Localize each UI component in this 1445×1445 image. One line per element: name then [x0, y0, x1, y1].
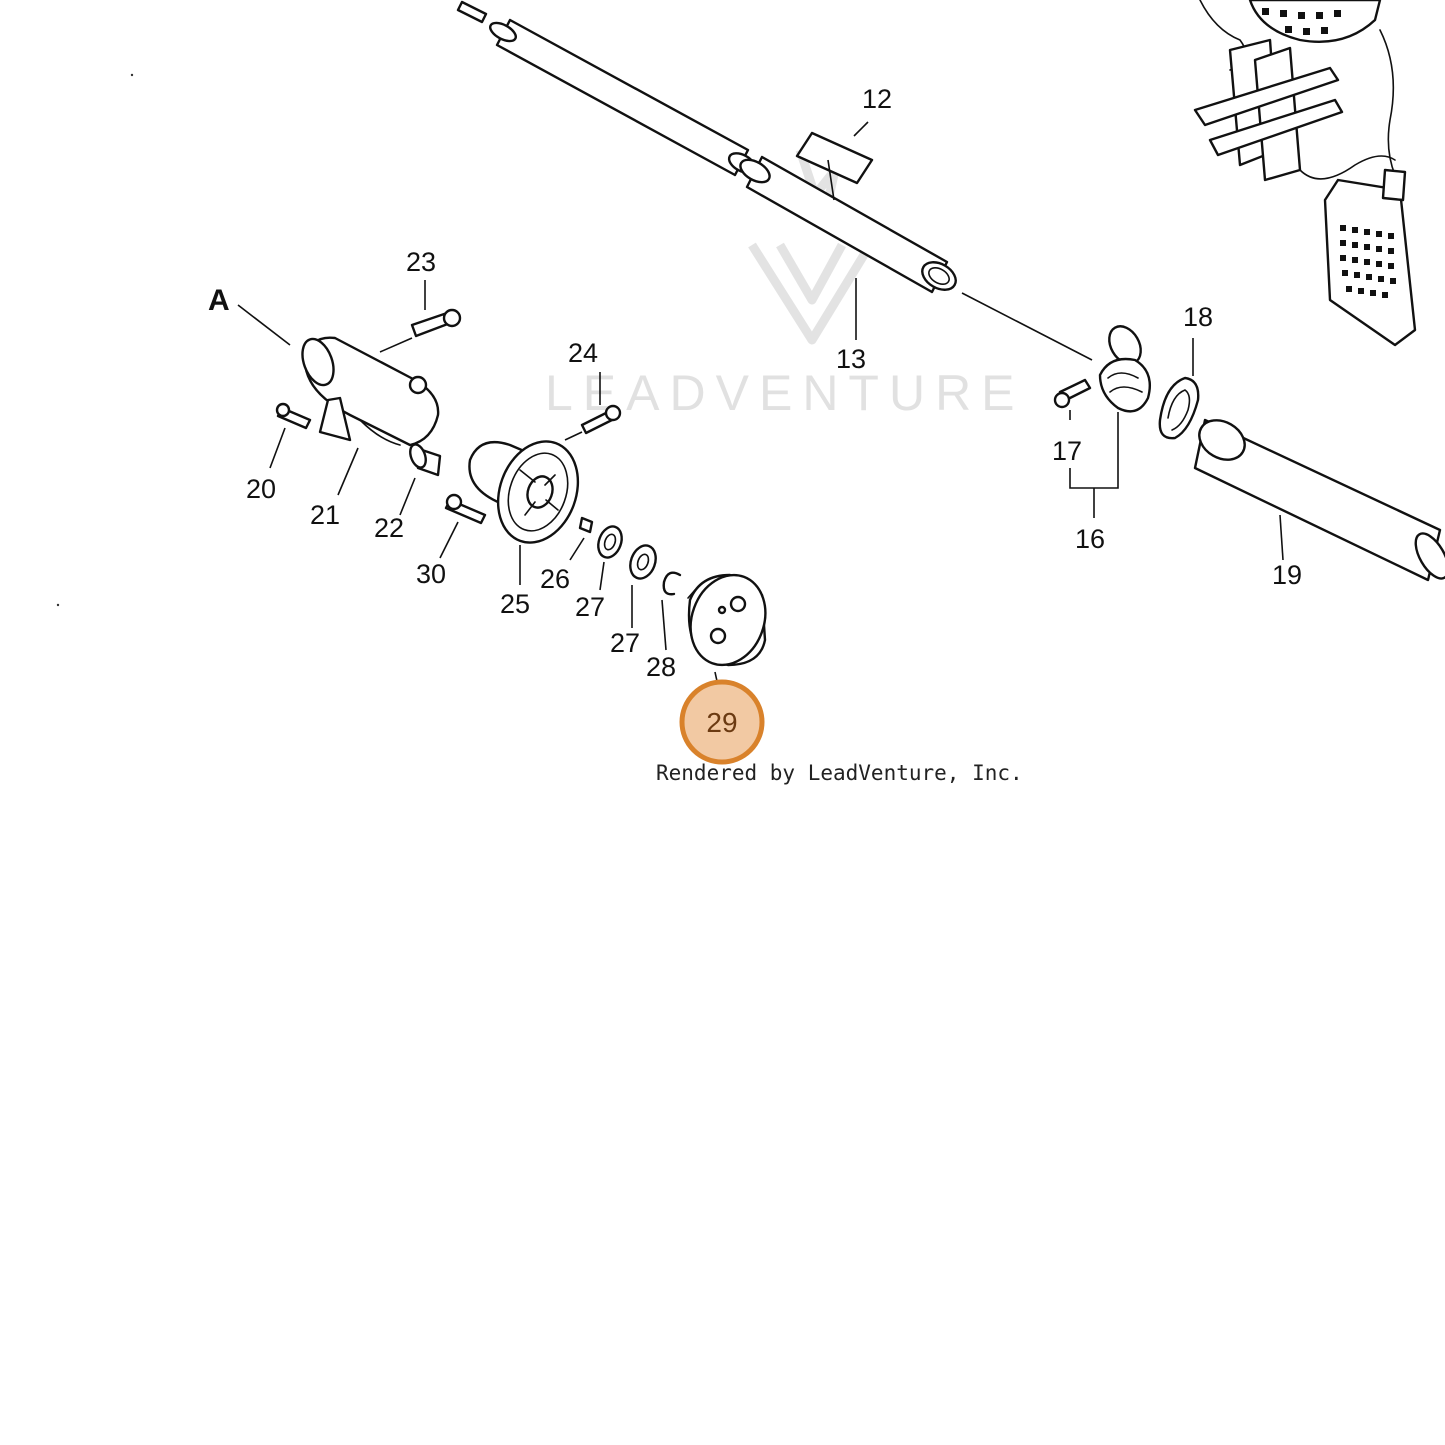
leader-12 [853, 121, 869, 137]
scan-dot [56, 603, 60, 607]
callout-12[interactable]: 12 [862, 84, 892, 114]
leader-30 [439, 521, 459, 559]
callout-27b[interactable]: 27 [610, 628, 640, 658]
part-25-gear-case [468, 440, 580, 544]
callout-27a[interactable]: 27 [575, 592, 605, 622]
part-18-grommet [1158, 376, 1200, 440]
leader-19 [1279, 514, 1284, 561]
callout-23[interactable]: 23 [406, 247, 436, 277]
leader-27a [599, 561, 605, 591]
callout-30[interactable]: 30 [416, 559, 446, 589]
callout-19[interactable]: 19 [1272, 560, 1302, 590]
part-30-bolt [444, 493, 487, 525]
leader-a [237, 304, 291, 346]
part-27b-bearing [629, 544, 657, 580]
leader-26 [569, 537, 585, 561]
part-harness-assembly [1193, 0, 1417, 347]
part-17-bolt [1053, 378, 1092, 409]
callout-21[interactable]: 21 [310, 500, 340, 530]
part-26-key [578, 516, 594, 534]
part-13-tube [739, 155, 957, 294]
part-12-sticker [795, 131, 874, 185]
harness-grid-pattern [1262, 8, 1396, 298]
part-16-clamp [1098, 325, 1152, 413]
part-29-clutch-drum [687, 573, 767, 667]
callout-13[interactable]: 13 [836, 344, 866, 374]
part-22-bushing [409, 443, 442, 477]
part-27a-bearing [597, 525, 623, 559]
callout-16[interactable]: 16 [1075, 524, 1105, 554]
watermark-text: LEADVENTURE [545, 365, 1025, 421]
watermark-logo [748, 148, 874, 345]
highlighted-callout-29[interactable]: 29 [679, 679, 765, 765]
callout-17[interactable]: 17 [1052, 436, 1082, 466]
part-20-screw [275, 402, 312, 430]
callout-28[interactable]: 28 [646, 652, 676, 682]
callout-20[interactable]: 20 [246, 474, 276, 504]
part-19-tube [1193, 418, 1445, 582]
part-28-snap-ring [662, 571, 682, 596]
callout-29[interactable]: 29 [706, 707, 737, 738]
highlight-circle [679, 679, 765, 765]
part-21-housing [301, 336, 440, 447]
part-screw-top [456, 0, 488, 24]
leader-23-axis [379, 337, 413, 353]
leader-24-axis [564, 431, 583, 441]
leader-22 [399, 477, 416, 516]
part-21-clip [318, 396, 352, 442]
section-label-a: A [208, 284, 230, 317]
leader-28 [661, 599, 667, 651]
part-upper-tube [489, 18, 757, 177]
leader-20 [269, 427, 286, 469]
callout-22[interactable]: 22 [374, 513, 404, 543]
leader-12-watermark [827, 159, 835, 201]
leader-21 [337, 447, 359, 496]
callout-25[interactable]: 25 [500, 589, 530, 619]
part-23-bolt [410, 308, 462, 338]
part-24-screw [580, 404, 622, 435]
credit-text: Rendered by LeadVenture, Inc. [656, 761, 1023, 785]
callout-18[interactable]: 18 [1183, 302, 1213, 332]
callout-24[interactable]: 24 [568, 338, 598, 368]
scan-dot [130, 73, 134, 77]
axis-line [961, 292, 1093, 361]
callout-26[interactable]: 26 [540, 564, 570, 594]
